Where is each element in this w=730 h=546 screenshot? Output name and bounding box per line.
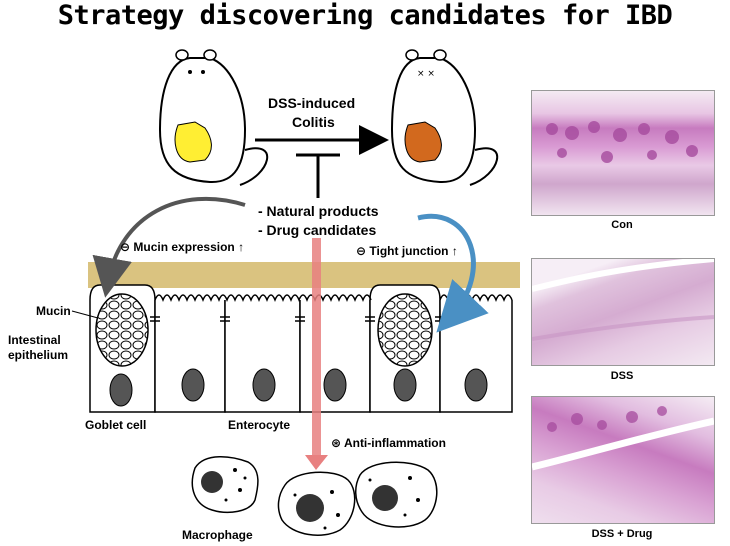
- dss-label-1: DSS-induced: [268, 95, 356, 111]
- histology-dss: [531, 258, 715, 366]
- histology-dss-drug-caption: DSS + Drug: [591, 528, 653, 540]
- histology-con: [531, 90, 715, 216]
- anti-inflammation-shaft: [312, 238, 321, 456]
- dss-label-2: Colitis: [292, 114, 335, 130]
- macrophage-1: [191, 456, 259, 513]
- intestinal-label: Intestinal: [8, 333, 61, 347]
- anti-inflammation-arrowhead: [305, 455, 328, 470]
- tight-junction-arrow: [417, 213, 489, 333]
- anti-inflammation-label: ⊛ Anti-inflammation: [331, 436, 446, 450]
- healthy-mouse: [158, 49, 269, 186]
- inhibition-bar: [296, 153, 340, 198]
- inhibitor-1: - Natural products: [258, 203, 379, 219]
- svg-text:× ×: × ×: [417, 69, 435, 79]
- nuclei: [109, 368, 488, 407]
- epithelium: [89, 284, 513, 413]
- mucin-label: Mucin: [36, 304, 71, 318]
- inhibitor-2: - Drug candidates: [258, 222, 377, 238]
- goblet-cell-label: Goblet cell: [85, 418, 147, 432]
- macrophage-2: [277, 471, 356, 536]
- histology-dss-caption: DSS: [610, 370, 634, 382]
- enterocyte-label: Enterocyte: [228, 418, 291, 432]
- mucus-layer: [88, 262, 520, 288]
- mucin-expression-label: ⊖ Mucin expression ↑: [120, 240, 245, 254]
- histology-dss-drug: [531, 396, 715, 524]
- histology-con-caption: Con: [611, 219, 633, 231]
- mucin-arrow: [92, 196, 246, 298]
- diagram-title: Strategy discovering candidates for IBD: [57, 0, 673, 31]
- mucin-granules-1: [95, 293, 149, 367]
- colitis-mouse: × ×: [390, 49, 499, 186]
- tight-junction-label: ⊖ Tight junction ↑: [356, 244, 458, 258]
- mucin-pointer: [71, 310, 99, 319]
- macrophage-3: [355, 461, 438, 528]
- epithelium-label: epithelium: [8, 348, 69, 362]
- macrophage-label: Macrophage: [182, 528, 253, 542]
- mucin-granules-2: [377, 293, 433, 367]
